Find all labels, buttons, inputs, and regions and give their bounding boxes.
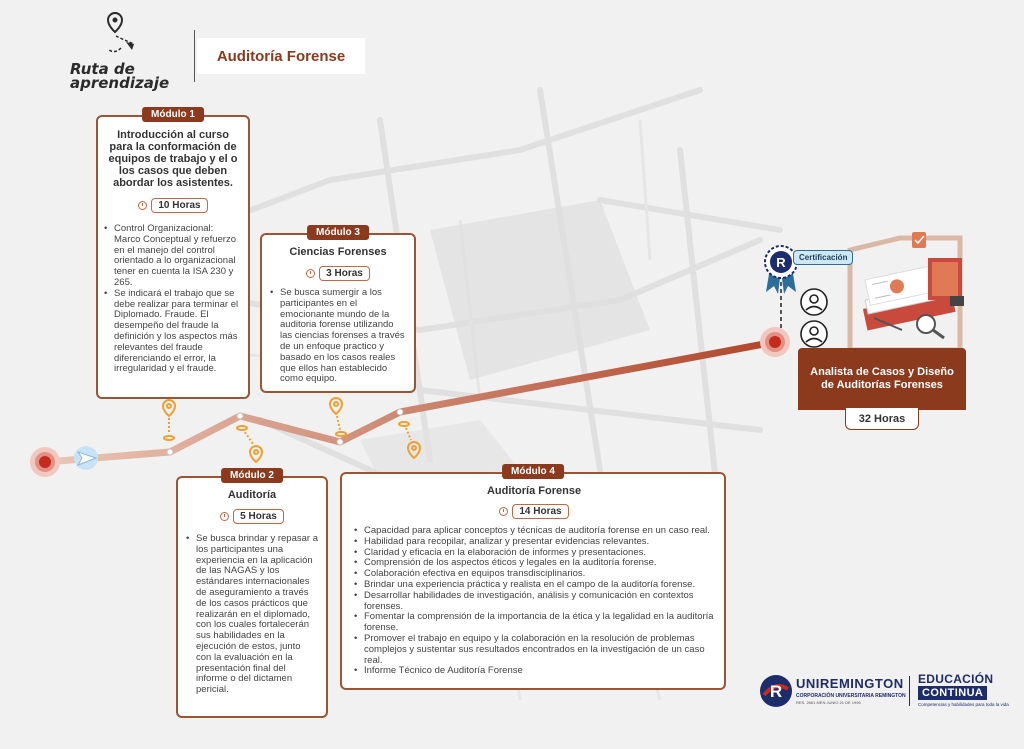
module-hours: 10 Horas [104, 198, 242, 213]
clock-icon [220, 512, 230, 521]
topic-item: Informe Técnico de Auditoría Forense [354, 666, 714, 677]
start-point-icon [30, 447, 60, 477]
hours-value: 5 Horas [233, 509, 284, 524]
location-pin-icon [161, 399, 177, 441]
topic-item: Comprensión de los aspectos éticos y leg… [354, 558, 714, 569]
course-title: Auditoría Forense [197, 38, 365, 74]
module-hours: 5 Horas [186, 509, 318, 524]
svg-text:R: R [776, 255, 786, 270]
topic-item: Capacidad para aplicar conceptos y técni… [354, 525, 714, 537]
module-hours: 3 Horas [270, 266, 406, 281]
end-point-icon [760, 327, 790, 357]
certification-title: Analista de Casos y Diseño de Auditorías… [798, 348, 966, 410]
topic-item: Promover el trabajo en equipo y la colab… [354, 633, 714, 666]
topic-item: Colaboración efectiva en equipos transdi… [354, 568, 714, 580]
arrow-marker-icon [74, 446, 98, 470]
logo-line-1: Ruta de [70, 60, 135, 78]
module-topics: Capacidad para aplicar conceptos y técni… [354, 525, 714, 677]
certification-ribbon-icon: R [764, 245, 798, 294]
topic-item: Fomentar la comprensión de la importanci… [354, 612, 714, 634]
topic-item: Claridad y eficacia en la elaboración de… [354, 547, 714, 559]
certification-badge: Certificación [793, 250, 854, 265]
clock-icon [306, 269, 316, 278]
module-title: Introducción al curso para la conformaci… [108, 129, 238, 189]
footer-divider [909, 676, 910, 706]
module-title: Auditoría Forense [486, 485, 582, 497]
certification-hours: 32 Horas [845, 408, 919, 430]
route-logo-icon [106, 12, 135, 53]
uniremington-logo-icon: R [760, 675, 792, 707]
module-title: Ciencias Forenses [289, 246, 387, 258]
module-tag: Módulo 2 [221, 468, 283, 483]
topic-item: Habilidad para recopilar, analizar y pre… [354, 536, 714, 548]
module-tag: Módulo 1 [142, 107, 204, 122]
uniremington-registration: RES. 2661 MEN JUNIO 21 DE 1996 [796, 700, 861, 705]
topic-item: Control Organizacional: Marco Conceptual… [104, 223, 242, 289]
module-tag: Módulo 3 [307, 225, 369, 240]
topic-item: Se indicará el trabajo que se debe reali… [104, 288, 242, 375]
module-topics: Se busca brindar y repasar a los partici… [186, 533, 318, 696]
clock-icon [138, 201, 148, 210]
continua-label: CONTINUA [918, 686, 988, 700]
module-1-card: Módulo 1 Introducción al curso para la c… [96, 107, 250, 399]
module-topics: Control Organizacional: Marco Conceptual… [104, 223, 242, 375]
module-tag: Módulo 4 [502, 464, 564, 479]
documents-illustration-icon [847, 232, 964, 353]
location-pin-icon [236, 425, 264, 464]
topic-item: Se busca brindar y repasar a los partici… [186, 533, 318, 696]
hours-value: 14 Horas [512, 504, 569, 519]
uniremington-subtitle: CORPORACIÓN UNIVERSITARIA REMINGTON [796, 693, 906, 699]
location-pin-icon [328, 397, 347, 437]
uniremington-name: UNIREMINGTON [796, 676, 904, 691]
location-pin-icon [398, 421, 422, 460]
hours-value: 3 Horas [319, 266, 370, 281]
module-2-card: Módulo 2 Auditoría 5 Horas Se busca brin… [176, 468, 328, 718]
logo-wordmark: Ruta de aprendizaje [70, 60, 170, 92]
hours-value: 10 Horas [151, 198, 208, 213]
topic-item: Brindar una experiencia práctica y reali… [354, 579, 714, 591]
module-4-card: Módulo 4 Auditoría Forense 14 Horas Capa… [340, 464, 726, 690]
topic-item: Desarrollar habilidades de investigación… [354, 590, 714, 613]
svg-text:R: R [770, 682, 782, 701]
educacion-continua-tagline: Competencias y habilidades para toda la … [918, 702, 1009, 707]
topic-item: Se busca sumergir a los participantes en… [270, 287, 406, 385]
module-hours: 14 Horas [354, 504, 714, 519]
logo-line-2: aprendizaje [70, 74, 170, 92]
analyst-people-icon [800, 288, 828, 348]
module-3-card: Módulo 3 Ciencias Forenses 3 Horas Se bu… [260, 225, 416, 393]
educacion-label: EDUCACIÓN [918, 672, 994, 686]
header-divider [194, 30, 195, 82]
module-topics: Se busca sumergir a los participantes en… [270, 287, 406, 385]
clock-icon [499, 507, 509, 516]
module-title: Auditoría [227, 489, 277, 501]
